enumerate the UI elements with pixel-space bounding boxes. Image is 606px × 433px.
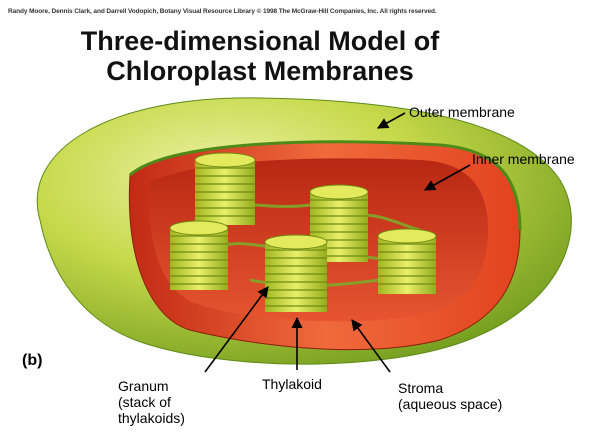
stroma-label-line-1: Stroma bbox=[398, 380, 502, 396]
granum-stack-1 bbox=[195, 153, 255, 225]
granum-label-line-1: Granum bbox=[118, 378, 185, 394]
granum-stack-4 bbox=[265, 235, 327, 312]
granum-stack-3 bbox=[170, 221, 228, 290]
panel-label: (b) bbox=[22, 352, 42, 370]
granum-stack-5 bbox=[378, 229, 436, 294]
granum-label: Granum (stack of thylakoids) bbox=[118, 378, 185, 426]
granum-label-line-2: (stack of bbox=[118, 394, 185, 410]
thylakoid-label: Thylakoid bbox=[262, 376, 322, 392]
outer-membrane-label: Outer membrane bbox=[409, 104, 515, 120]
inner-membrane-label: Inner membrane bbox=[472, 151, 575, 167]
stroma-label: Stroma (aqueous space) bbox=[398, 380, 502, 412]
stroma-label-line-2: (aqueous space) bbox=[398, 396, 502, 412]
granum-label-line-3: thylakoids) bbox=[118, 410, 185, 426]
